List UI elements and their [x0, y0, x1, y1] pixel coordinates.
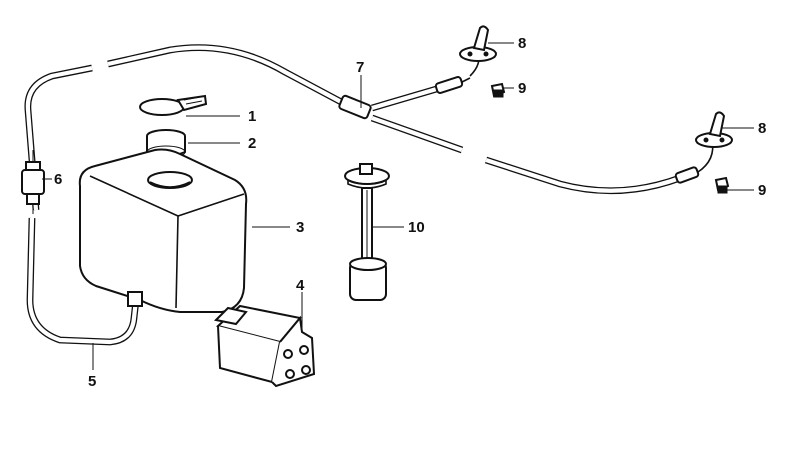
t-piece — [338, 76, 700, 195]
callout-1: 1 — [248, 108, 256, 125]
reservoir-tank — [78, 148, 248, 313]
leader-lines — [42, 42, 754, 370]
callout-9-upper: 9 — [518, 80, 526, 97]
callout-8-upper: 8 — [518, 35, 526, 52]
callout-4: 4 — [296, 277, 305, 294]
tank-cap — [139, 94, 208, 116]
nozzle-lower — [695, 111, 733, 194]
callout-6: 6 — [54, 171, 62, 188]
callout-8-lower: 8 — [758, 120, 766, 137]
callout-7: 7 — [356, 59, 364, 76]
main-hose — [24, 44, 347, 211]
callout-5: 5 — [88, 373, 96, 390]
check-valve — [21, 150, 45, 214]
level-sensor — [344, 163, 390, 301]
callout-10: 10 — [408, 219, 425, 236]
callout-9-lower: 9 — [758, 182, 766, 199]
nozzle-upper — [459, 25, 506, 98]
callout-2: 2 — [248, 135, 256, 152]
pump-hose — [26, 217, 140, 346]
callout-labels: 1 2 3 4 5 6 7 8 8 9 9 10 — [54, 35, 766, 390]
washer-pump — [213, 304, 316, 388]
callout-3: 3 — [296, 219, 304, 236]
